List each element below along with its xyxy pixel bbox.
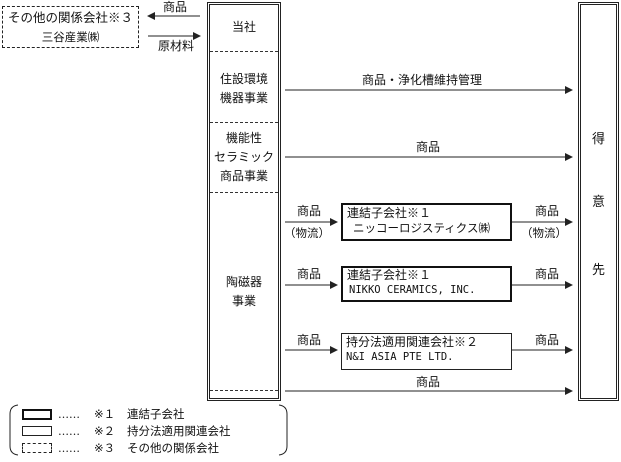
- row3-right-sublabel: （物流）: [521, 226, 567, 240]
- to-other-company-label: 商品: [163, 0, 188, 14]
- legend-mark-3: ※３: [94, 441, 116, 455]
- row2-label: 商品: [416, 140, 441, 154]
- subsidiary-2-name: NIKKO CERAMICS, INC.: [349, 284, 476, 296]
- legend-text-3: その他の関係会社: [127, 441, 219, 455]
- customer-column: 得 意 先: [578, 2, 619, 401]
- row4-left-label: 商品: [297, 267, 322, 281]
- legend-dots: ……: [58, 442, 80, 455]
- legend-bracket-left: [9, 404, 19, 456]
- subsidiary-box-2: 連結子会社※１ NIKKO CERAMICS, INC.: [341, 266, 512, 302]
- row3-left-sublabel: （物流）: [284, 226, 330, 240]
- segment-divider: [210, 51, 278, 52]
- subsidiary-1-title: 連結子会社※１: [347, 206, 432, 220]
- legend-swatch-equity: [22, 426, 52, 436]
- segment-3-line2: 事業: [231, 294, 256, 308]
- segment-divider: [210, 390, 278, 391]
- customer-char-1: 得: [591, 132, 605, 147]
- customer-char-3: 先: [591, 263, 605, 278]
- legend-swatch-consolidated: [22, 409, 52, 420]
- segment-3-line1: 陶磁器: [225, 275, 262, 289]
- other-company-title: その他の関係会社※３: [7, 10, 133, 25]
- row4-right-label: 商品: [535, 267, 560, 281]
- legend-dots: ……: [58, 408, 80, 421]
- row3-left-label: 商品: [297, 204, 322, 218]
- other-company-box: その他の関係会社※３ 三谷産業㈱: [2, 6, 139, 48]
- legend-bracket-right: [278, 404, 288, 456]
- segment-divider: [210, 122, 278, 123]
- row6-label: 商品: [416, 375, 441, 389]
- row3-right-label: 商品: [535, 204, 560, 218]
- row5-right-label: 商品: [535, 333, 560, 347]
- segment-divider: [210, 192, 278, 193]
- segment-2-line3: 商品事業: [219, 169, 268, 183]
- legend-swatch-other: [22, 443, 52, 453]
- row5-left-label: 商品: [297, 333, 322, 347]
- row1-label: 商品・浄化槽維持管理: [362, 73, 483, 87]
- other-company-name: 三谷産業㈱: [41, 30, 100, 44]
- from-other-company-label: 原材料: [158, 39, 195, 53]
- subsidiary-3-name: N&I ASIA PTE LTD.: [346, 351, 454, 363]
- legend-mark-1: ※１: [94, 407, 116, 421]
- customer-char-2: 意: [591, 195, 605, 210]
- segment-2-line1: 機能性: [225, 131, 262, 145]
- subsidiary-box-1: 連結子会社※１ ニッコーロジスティクス㈱: [341, 203, 512, 241]
- subsidiary-box-3: 持分法適用関連会社※２ N&I ASIA PTE LTD.: [341, 333, 512, 370]
- legend-text-1: 連結子会社: [127, 407, 185, 421]
- company-name: 当社: [231, 20, 256, 34]
- segment-1-line1: 住設環境: [219, 72, 268, 86]
- legend-dots: ……: [58, 425, 80, 438]
- legend-text-2: 持分法適用関連会社: [127, 424, 231, 438]
- segment-2-line2: セラミック: [213, 150, 274, 164]
- legend-mark-2: ※２: [94, 424, 116, 438]
- subsidiary-1-name: ニッコーロジスティクス㈱: [353, 221, 490, 235]
- subsidiary-2-title: 連結子会社※１: [347, 268, 432, 282]
- company-column: 当社 住設環境 機器事業 機能性 セラミック 商品事業 陶磁器 事業: [207, 2, 281, 401]
- subsidiary-3-title: 持分法適用関連会社※２: [346, 335, 479, 349]
- segment-1-line2: 機器事業: [219, 91, 268, 105]
